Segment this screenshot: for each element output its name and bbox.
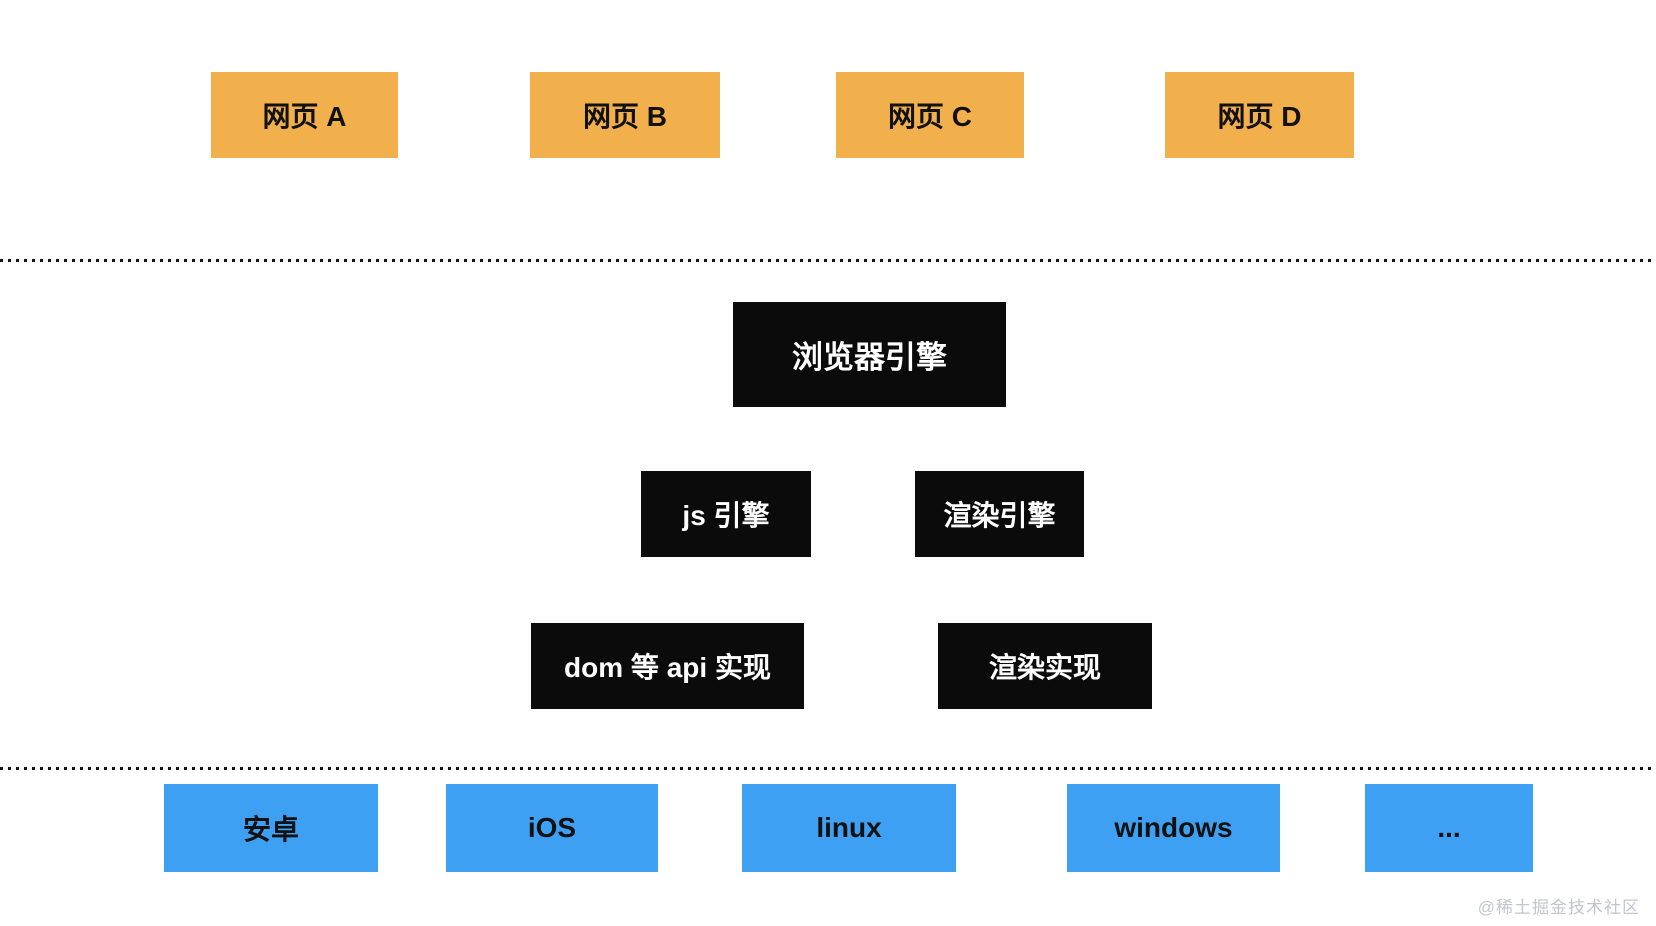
platform-linux-box: linux — [742, 784, 956, 872]
platform-android-box: 安卓 — [164, 784, 378, 872]
render-engine-label: 渲染引擎 — [943, 500, 1056, 531]
webpage-c-label: 网页 C — [887, 101, 972, 132]
webpage-d-box: 网页 D — [1165, 72, 1354, 158]
webpage-a-label: 网页 A — [262, 101, 347, 132]
platform-android-label: 安卓 — [242, 814, 299, 845]
js-engine-label: js 引擎 — [682, 500, 770, 531]
dom-api-impl-box: dom 等 api 实现 — [531, 623, 804, 709]
browser-engine-label: 浏览器引擎 — [792, 340, 947, 375]
platform-linux-label: linux — [816, 812, 882, 843]
webpage-a-box: 网页 A — [211, 72, 398, 158]
webpage-c-box: 网页 C — [836, 72, 1024, 158]
webpage-b-box: 网页 B — [530, 72, 720, 158]
platform-windows-box: windows — [1067, 784, 1280, 872]
platform-ios-label: iOS — [527, 812, 577, 843]
webpage-d-label: 网页 D — [1217, 101, 1302, 132]
platform-ellipsis-box: ... — [1365, 784, 1533, 872]
separator-line-bottom — [0, 767, 1656, 770]
platform-windows-label: windows — [1114, 812, 1233, 843]
js-engine-box: js 引擎 — [641, 471, 811, 557]
platform-ellipsis-label: ... — [1437, 812, 1461, 843]
separator-line-top — [0, 259, 1656, 262]
dom-api-impl-label: dom 等 api 实现 — [564, 652, 771, 683]
webpage-b-label: 网页 B — [582, 101, 667, 132]
render-impl-label: 渲染实现 — [988, 652, 1101, 683]
platform-ios-box: iOS — [446, 784, 658, 872]
browser-engine-box: 浏览器引擎 — [733, 302, 1006, 407]
watermark-text: @稀土掘金技术社区 — [1477, 898, 1640, 917]
render-impl-box: 渲染实现 — [938, 623, 1152, 709]
render-engine-box: 渲染引擎 — [915, 471, 1084, 557]
